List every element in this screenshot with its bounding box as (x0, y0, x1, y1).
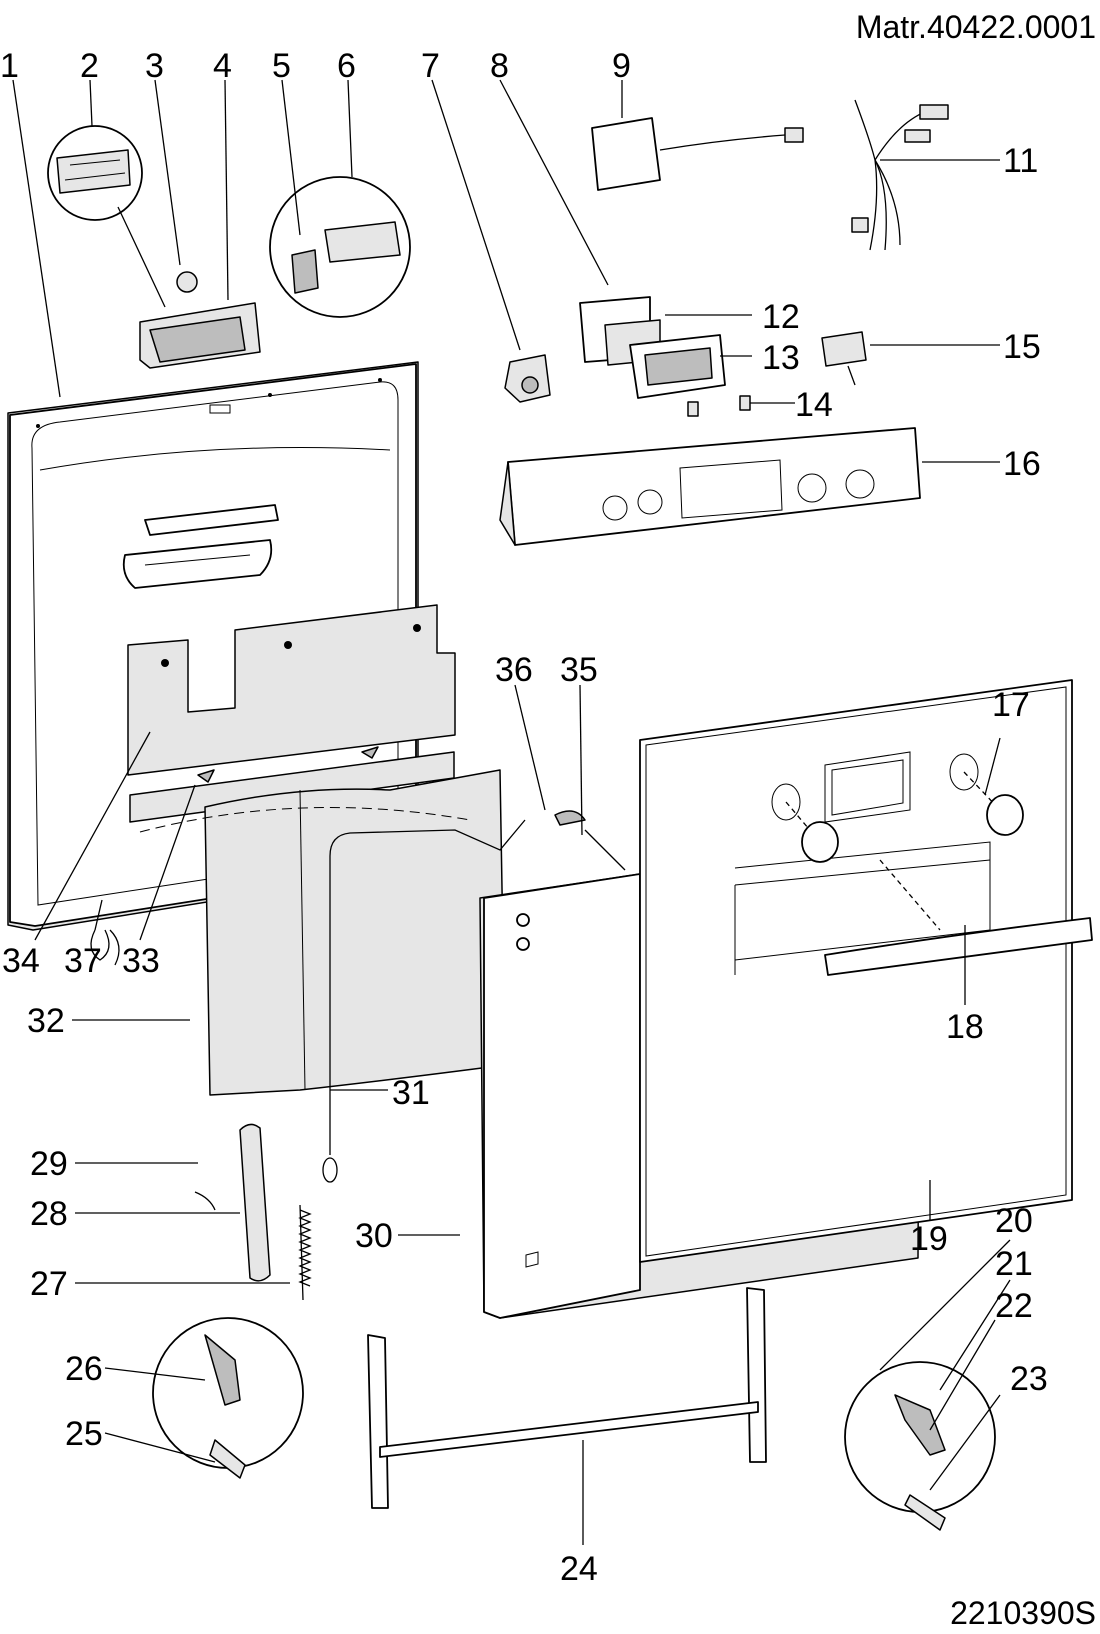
callout-12: 12 (762, 298, 800, 336)
callout-2: 2 (80, 47, 99, 85)
callout-27: 27 (30, 1265, 68, 1303)
callout-35: 35 (560, 651, 598, 689)
callout-31: 31 (392, 1074, 430, 1112)
callout-30: 30 (355, 1217, 393, 1255)
callout-7: 7 (421, 47, 440, 85)
part-27-spring (298, 1204, 312, 1301)
callout-21: 21 (995, 1245, 1033, 1283)
part-14-button-a (687, 401, 699, 417)
part-spring-clip (90, 929, 120, 966)
part-15-switch (821, 331, 867, 386)
callout-37: 37 (64, 942, 102, 980)
part-3-cap (176, 271, 198, 293)
callout-29: 29 (30, 1145, 68, 1183)
part-13-display-panel (629, 334, 726, 399)
callout-23: 23 (1010, 1360, 1048, 1398)
part-outer-door (639, 679, 1093, 1263)
callout-18: 18 (946, 1008, 984, 1046)
callout-28: 28 (30, 1195, 68, 1233)
leader-lines (12, 79, 1011, 1545)
callout-26: 26 (65, 1350, 103, 1388)
part-16-control-panel (499, 427, 921, 546)
part-insulation-panel (127, 604, 456, 823)
part-6-detail (269, 176, 411, 318)
drawing-code: 2210390S (950, 1595, 1096, 1631)
callout-labels: 1 2 3 4 5 6 7 8 9 11 12 13 14 15 16 36 3… (0, 47, 1048, 1588)
callout-11: 11 (1003, 142, 1038, 180)
callout-5: 5 (272, 47, 291, 85)
callout-1: 1 (0, 47, 19, 85)
callout-20: 20 (995, 1202, 1033, 1240)
callout-9: 9 (612, 47, 631, 85)
part-door-cable (329, 819, 526, 1155)
callout-34: 34 (2, 942, 40, 980)
part-bumper (554, 810, 586, 826)
part-2-detail (47, 125, 166, 308)
callout-33: 33 (122, 942, 160, 980)
part-9-module (591, 117, 804, 191)
callout-32: 32 (27, 1002, 65, 1040)
cable-loop (322, 1157, 338, 1183)
part-14-button-b (739, 395, 751, 411)
callout-15: 15 (1003, 328, 1041, 366)
callout-14: 14 (795, 386, 833, 424)
part-24-hinge-bar (367, 1287, 767, 1509)
part-7-selector (504, 354, 551, 403)
callout-25: 25 (65, 1415, 103, 1453)
part-right-hinge-detail (844, 1361, 996, 1531)
callout-6: 6 (337, 47, 356, 85)
part-rod (584, 829, 626, 871)
callout-8: 8 (490, 47, 509, 85)
part-28-strip (239, 1123, 271, 1282)
callout-22: 22 (995, 1287, 1033, 1325)
callout-16: 16 (1003, 445, 1041, 483)
material-number: Matr.40422.0001 (856, 9, 1096, 45)
part-front-cover (139, 769, 506, 1096)
part-4-housing (139, 302, 261, 369)
part-29-hook (194, 1191, 216, 1211)
callout-36: 36 (495, 651, 533, 689)
callout-3: 3 (145, 47, 164, 85)
callout-13: 13 (762, 339, 800, 377)
part-left-hinge-detail (152, 1317, 304, 1479)
part-11-harness (851, 99, 949, 251)
callout-24: 24 (560, 1550, 598, 1588)
callout-17: 17 (992, 686, 1030, 724)
callout-4: 4 (213, 47, 232, 85)
callout-19: 19 (910, 1220, 948, 1258)
